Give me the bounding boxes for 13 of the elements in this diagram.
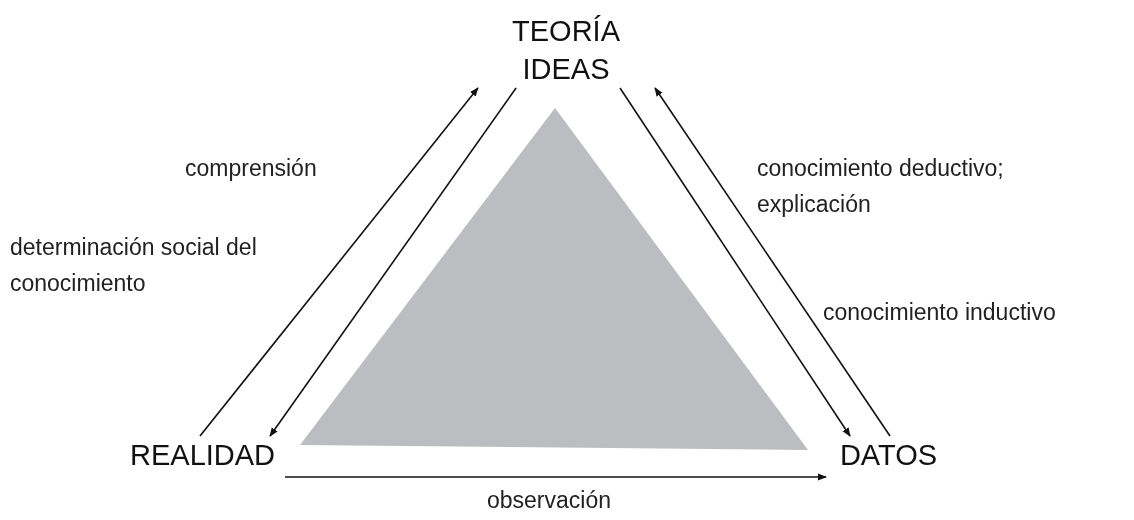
node-label: TEORÍA IDEAS [446, 12, 686, 88]
node-label: REALIDAD [115, 436, 285, 480]
edge-label: observación [487, 486, 612, 515]
annotation-text: conocimiento deductivo; explicación [757, 154, 1005, 219]
node-label: DATOS [826, 436, 951, 480]
annotation-text: conocimiento inductivo [823, 298, 1056, 327]
annotation-text: determinación social del conocimiento [10, 233, 258, 298]
arrow [619, 87, 851, 437]
annotation-text: comprensión [185, 154, 317, 183]
arrow [199, 87, 479, 437]
arrow [284, 473, 827, 481]
arrow [269, 87, 517, 437]
arrow [654, 87, 891, 437]
